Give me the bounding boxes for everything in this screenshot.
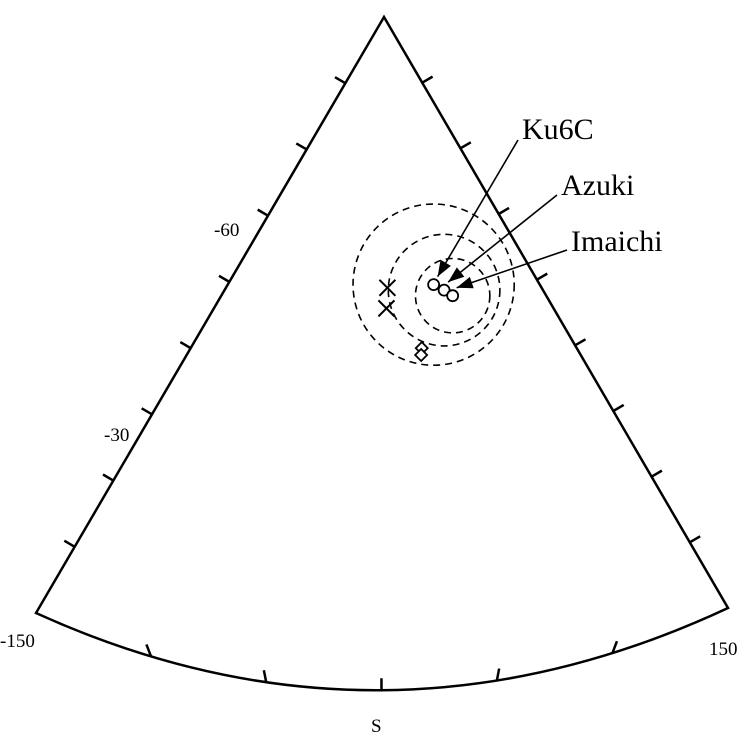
right-edge-tick (612, 403, 625, 413)
radial-tick-label-30: -30 (104, 425, 129, 446)
circle-marker-imaichi (446, 289, 460, 303)
left-edge-tick (334, 76, 346, 85)
sector-outline (34, 14, 730, 692)
cross-marker (378, 279, 397, 297)
cross-marker (377, 299, 396, 318)
annotation-label-ku6c: Ku6C (522, 113, 594, 146)
arc-tick (611, 640, 619, 654)
confidence-circle-imaichi (414, 257, 491, 334)
left-edge-tick (141, 407, 153, 416)
right-edge-tick (421, 75, 434, 84)
left-edge-tick (179, 340, 192, 350)
right-edge-tick (574, 338, 587, 347)
left-edge-tick (102, 473, 114, 482)
confidence-circle-azuki (387, 233, 501, 347)
arrow-head-azuki (448, 267, 465, 283)
annotation-label-azuki: Azuki (561, 169, 634, 202)
arrow-head-ku6c (437, 259, 451, 277)
left-edge-tick (218, 274, 230, 283)
arrow-line-azuki (447, 194, 558, 283)
right-edge-tick (536, 272, 548, 281)
right-edge-tick (498, 206, 510, 216)
right-edge-tick (459, 141, 472, 150)
right-edge-tick (650, 469, 663, 478)
annotation-arrows (436, 139, 568, 289)
labels: -60 -30 -150 S 150 Ku6C Azuki Imaichi (0, 113, 738, 736)
arc-label-center: S (371, 716, 382, 736)
right-edge-tick (689, 535, 701, 544)
arc-label-left: -150 (0, 631, 35, 652)
confidence-circle-ku6c (352, 203, 516, 367)
arc-label-right: 150 (709, 639, 738, 660)
arrow-head-imaichi (456, 276, 474, 289)
arc-tick (495, 668, 501, 681)
arc-tick (262, 669, 268, 683)
annotation-label-imaichi: Imaichi (571, 225, 663, 258)
data-markers (377, 278, 460, 363)
confidence-circles (352, 203, 516, 367)
arc-tick (145, 644, 153, 657)
left-edge-tick (295, 142, 308, 151)
arrow-line-imaichi (456, 249, 568, 289)
plot-frame (34, 14, 730, 692)
circle-marker-ku6c (427, 278, 441, 292)
diamond-marker (413, 347, 429, 363)
left-edge-tick (257, 208, 269, 217)
radial-tick-label-60: -60 (214, 220, 239, 241)
tick-marks (63, 75, 701, 691)
arrow-line-ku6c (436, 139, 519, 278)
left-edge-tick (63, 539, 76, 548)
